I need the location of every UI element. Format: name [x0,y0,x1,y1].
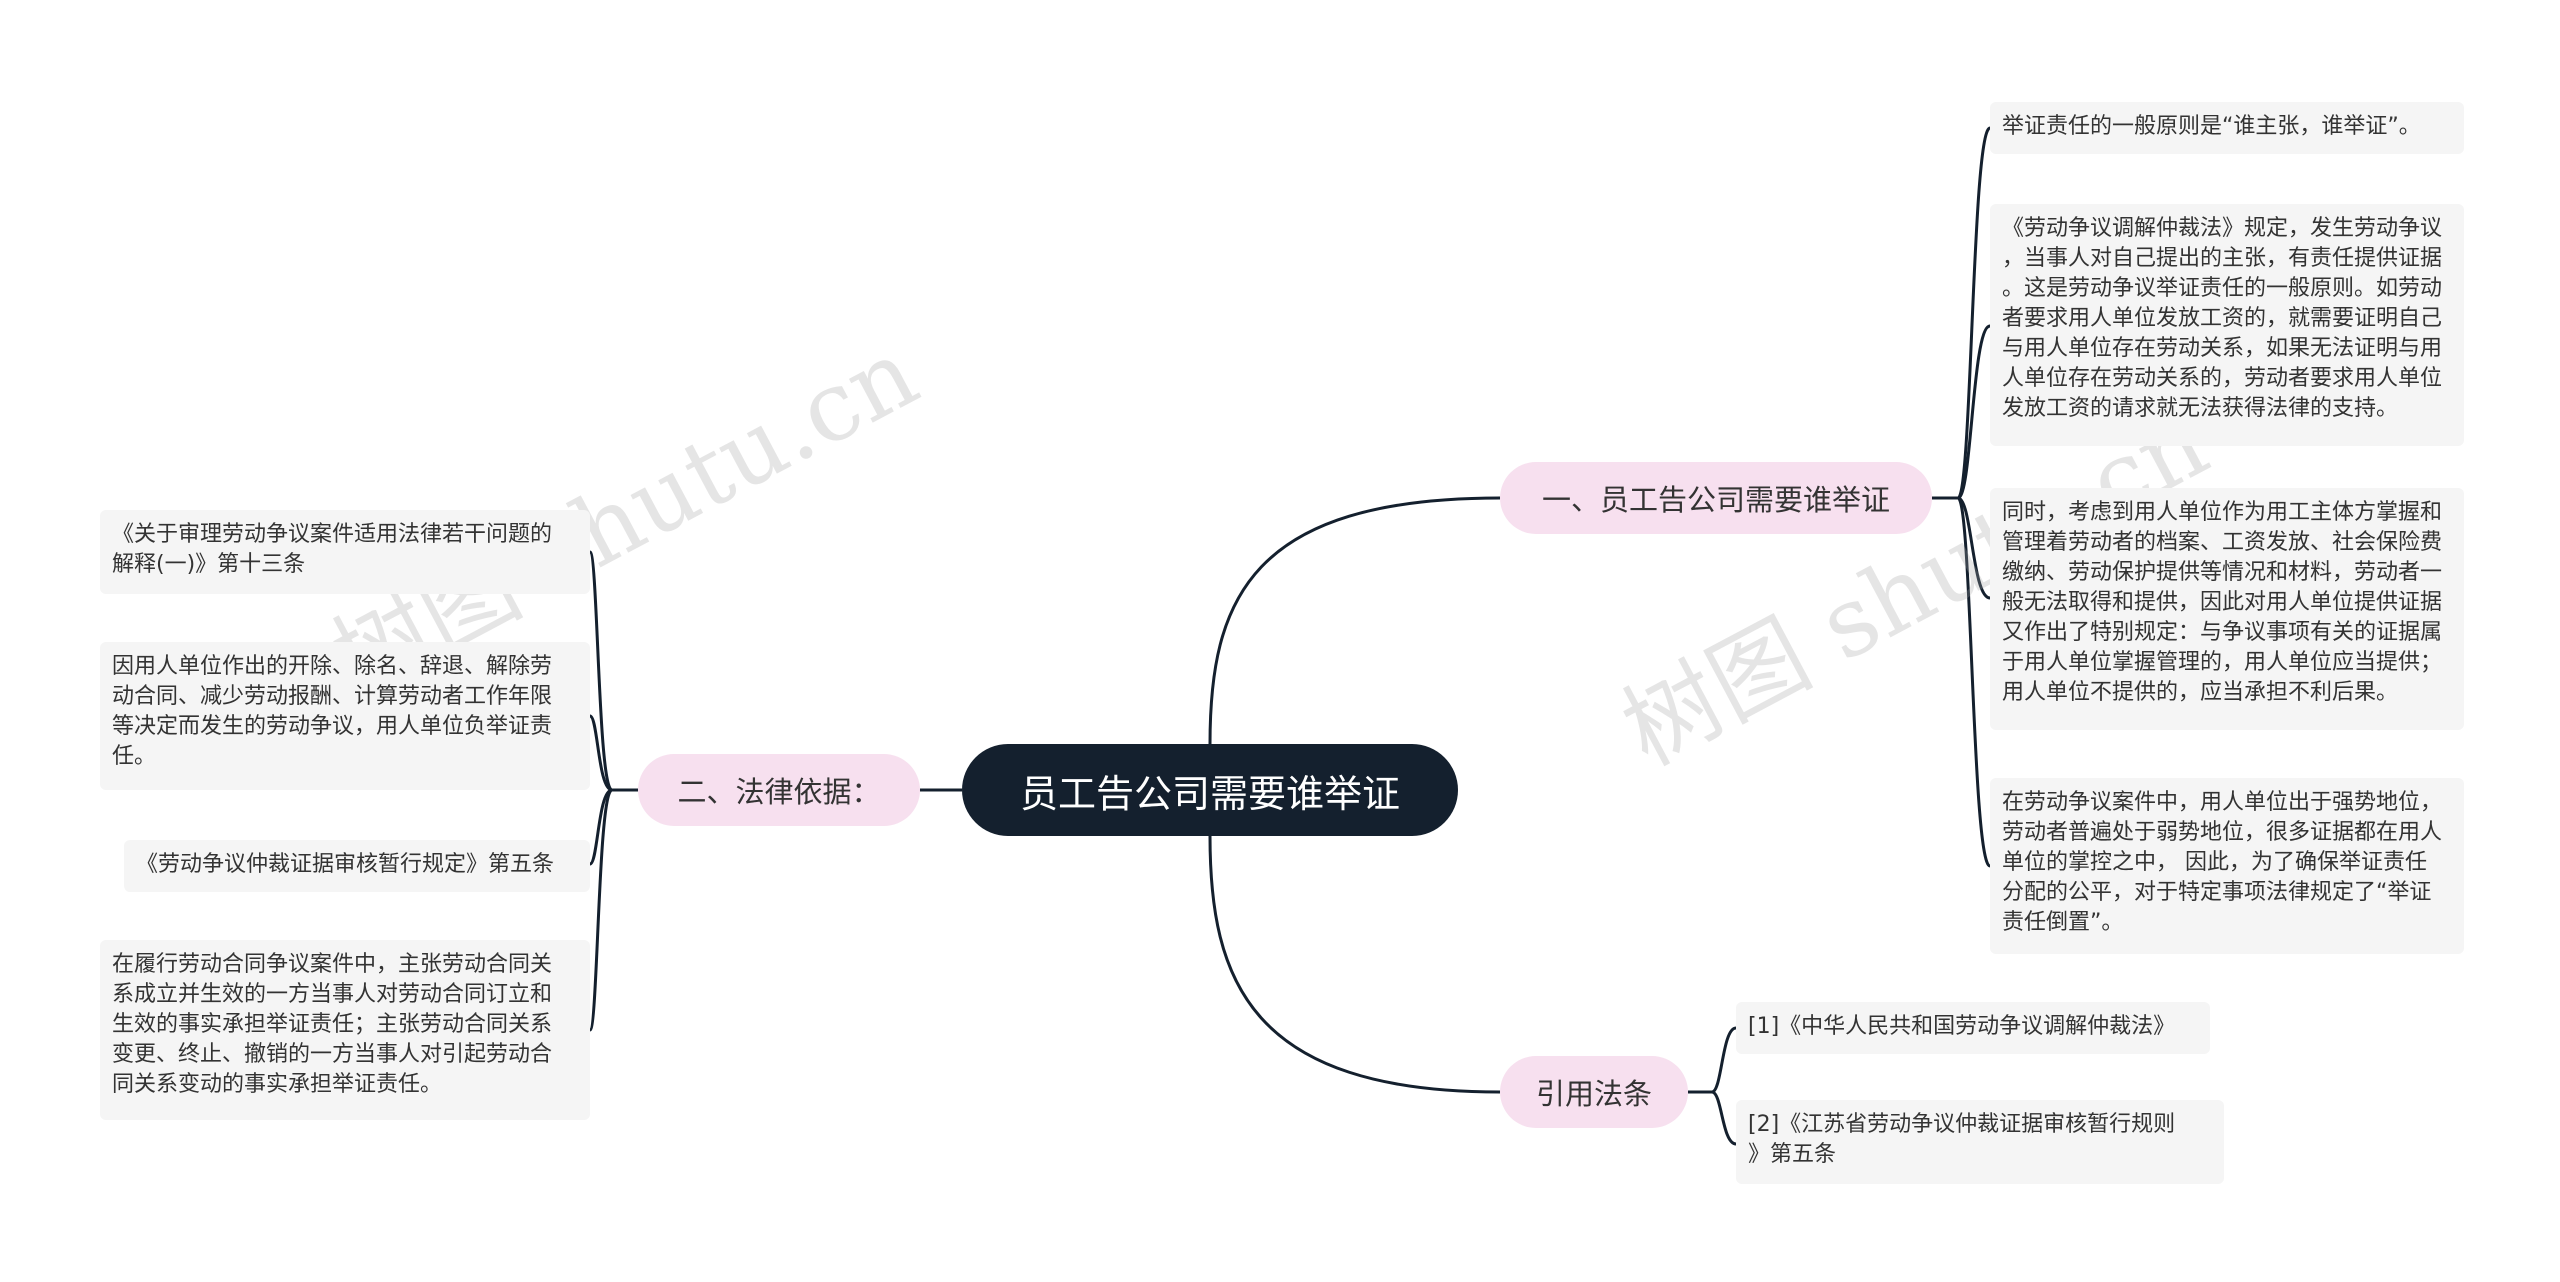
link-leaf-a3 [1957,496,1991,600]
leaf-general-principle[interactable]: 举证责任的一般原则是“谁主张，谁举证”。 [1990,102,2464,154]
leaf-citation-1[interactable]: [1]《中华人民共和国劳动争议调解仲裁法》 [1736,1002,2210,1054]
leaf-citation-2[interactable]: [2]《江苏省劳动争议仲裁证据审核暂行规则 》第五条 [1736,1100,2224,1184]
link-leaf-b1 [588,550,614,792]
leaf-employer-special-rule[interactable]: 同时，考虑到用人单位作为用工主体方掌握和 管理着劳动者的档案、工资发放、社会保险… [1990,488,2464,730]
branch-citations[interactable]: 引用法条 [1500,1056,1688,1128]
link-leaf-a4 [1956,496,1992,868]
link-root-citations [1208,835,1501,1094]
leaf-judicial-interpretation[interactable]: 《关于审理劳动争议案件适用法律若干问题的 解释(一)》第十三条 [100,510,590,594]
link-leaf-b4 [588,788,614,1032]
link-leaf-a1 [1956,126,1992,500]
link-root-who-proves [1208,496,1501,745]
branch-who-proves[interactable]: 一、员工告公司需要谁举证 [1500,462,1932,534]
branch-legal-basis[interactable]: 二、法律依据： [638,754,920,826]
link-leaf-b2 [588,714,613,792]
leaf-employer-burden[interactable]: 因用人单位作出的开除、除名、辞退、解除劳 动合同、减少劳动报酬、计算劳动者工作年… [100,642,590,790]
link-leaf-a2 [1956,324,1991,500]
leaf-evidence-review-rule[interactable]: 《劳动争议仲裁证据审核暂行规定》第五条 [124,840,590,892]
link-leaf-b3 [588,788,613,866]
link-leaf-c1 [1711,1026,1737,1094]
root-node[interactable]: 员工告公司需要谁举证 [962,744,1458,836]
leaf-contract-performance[interactable]: 在履行劳动合同争议案件中，主张劳动合同关 系成立并生效的一方当事人对劳动合同订立… [100,940,590,1120]
link-leaf-c2 [1711,1090,1737,1146]
leaf-arbitration-law-rule[interactable]: 《劳动争议调解仲裁法》规定，发生劳动争议 ，当事人对自己提出的主张，有责任提供证… [1990,204,2464,446]
leaf-burden-reversal[interactable]: 在劳动争议案件中，用人单位出于强势地位， 劳动者普遍处于弱势地位，很多证据都在用… [1990,778,2464,954]
